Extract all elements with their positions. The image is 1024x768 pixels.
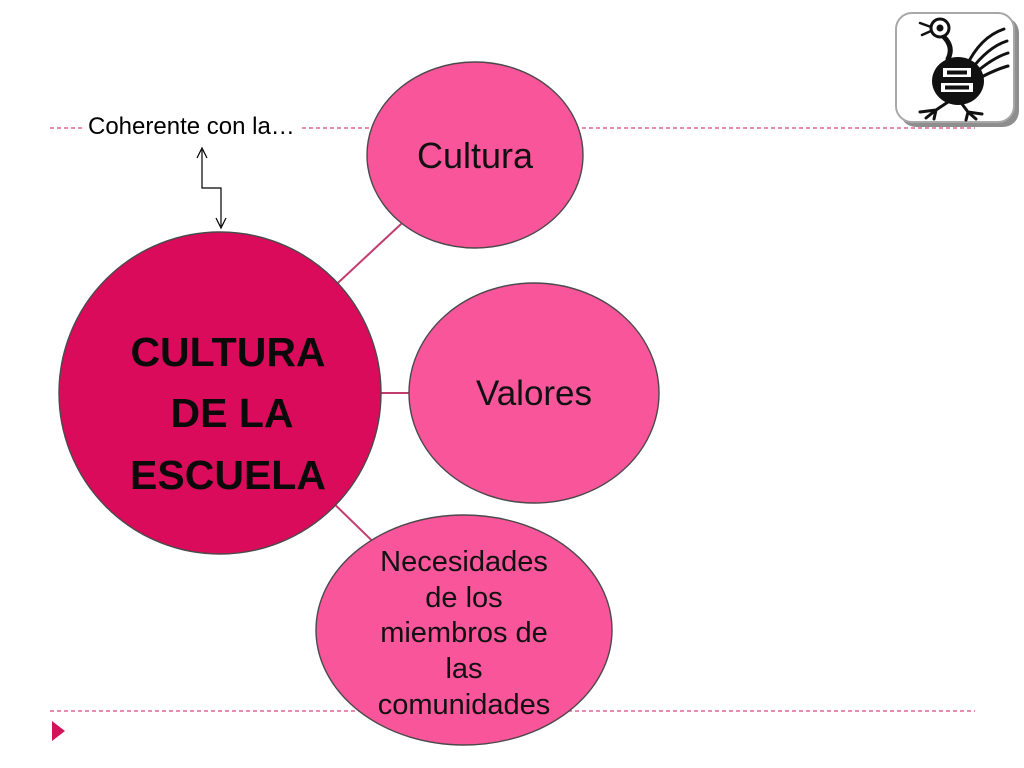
node-cultura: Cultura — [366, 61, 584, 249]
node-valores-label: Valores — [476, 374, 592, 413]
central-label-line-2: DE LA — [171, 390, 294, 436]
annotation-text: Coherente con la… — [88, 113, 295, 140]
node-necesidades: Necesidades de los miembros de las comun… — [315, 514, 613, 746]
node-necesidades-label-line-5: comunidades — [378, 689, 551, 721]
arrow-head-up — [196, 146, 208, 159]
node-valores: Valores — [408, 282, 660, 504]
logo-eye — [936, 24, 944, 32]
arrow-head-down — [215, 217, 227, 230]
central-node-circle — [58, 231, 382, 555]
node-necesidades-ellipse — [315, 514, 613, 746]
logo-beak — [918, 21, 933, 37]
triangle-bullet-icon — [52, 721, 65, 741]
central-node: CULTURA DE LA ESCUELA — [58, 231, 382, 555]
central-label-line-1: CULTURA — [130, 329, 325, 375]
bird-logo — [895, 12, 1019, 127]
annotation-background — [84, 110, 300, 140]
node-necesidades-label-line-2: de los — [425, 582, 502, 614]
node-necesidades-label-line-4: las — [445, 653, 482, 685]
arrow-shaft — [201, 150, 222, 226]
logo-body-stripe-1-inner — [947, 70, 967, 75]
elbow-double-arrow-icon — [196, 146, 227, 230]
central-label-line-3: ESCUELA — [130, 452, 326, 498]
annotation: Coherente con la… — [84, 110, 300, 140]
node-valores-ellipse — [408, 282, 660, 504]
node-cultura-label: Cultura — [417, 135, 534, 176]
logo-leg-left — [918, 100, 950, 121]
logo-neck — [941, 34, 953, 62]
node-necesidades-label-line-3: miembros de — [380, 617, 548, 649]
node-cultura-ellipse — [366, 61, 584, 249]
logo-body — [932, 57, 984, 105]
node-necesidades-label-line-1: Necesidades — [380, 546, 548, 578]
logo-leg-right — [960, 102, 984, 122]
logo-body-stripe-2-inner — [945, 85, 969, 90]
